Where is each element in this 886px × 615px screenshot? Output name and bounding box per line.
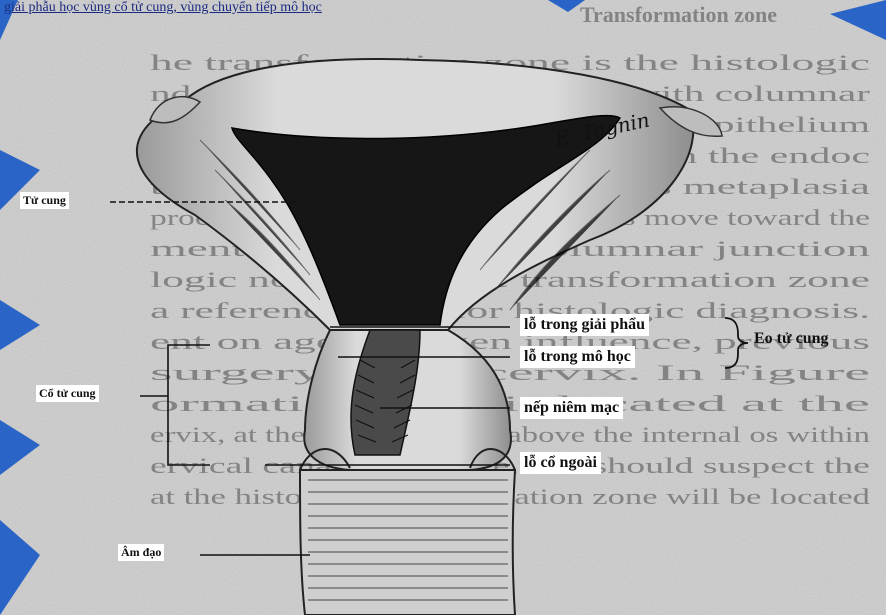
label-tu-cung: Tử cung xyxy=(20,192,69,209)
label-lo-trong-mo-hoc: lỗ trong mô học xyxy=(520,346,635,368)
label-lo-co-ngoai: lỗ cổ ngoài xyxy=(520,452,601,474)
background-text-line: a reference point for histologic diagnos… xyxy=(150,298,870,323)
top-caption: giải phẫu học vùng cổ tử cung, vùng chuy… xyxy=(0,0,322,14)
label-co-tu-cung: Cổ tử cung xyxy=(36,385,99,402)
label-am-dao: Âm đạo xyxy=(118,544,164,561)
background-text-line: ormation zone is located at the xyxy=(150,391,870,416)
label-nep-niem-mac: nếp niêm mạc xyxy=(520,397,623,419)
background-text-line: surgery to the cervix. In Figure xyxy=(150,360,870,385)
label-eo-tu-cung: Eo tử cung xyxy=(752,330,831,348)
background-title: Transformation zone xyxy=(580,2,777,27)
label-lo-trong-giai-phau: lỗ trong giải phẩu xyxy=(520,314,649,336)
